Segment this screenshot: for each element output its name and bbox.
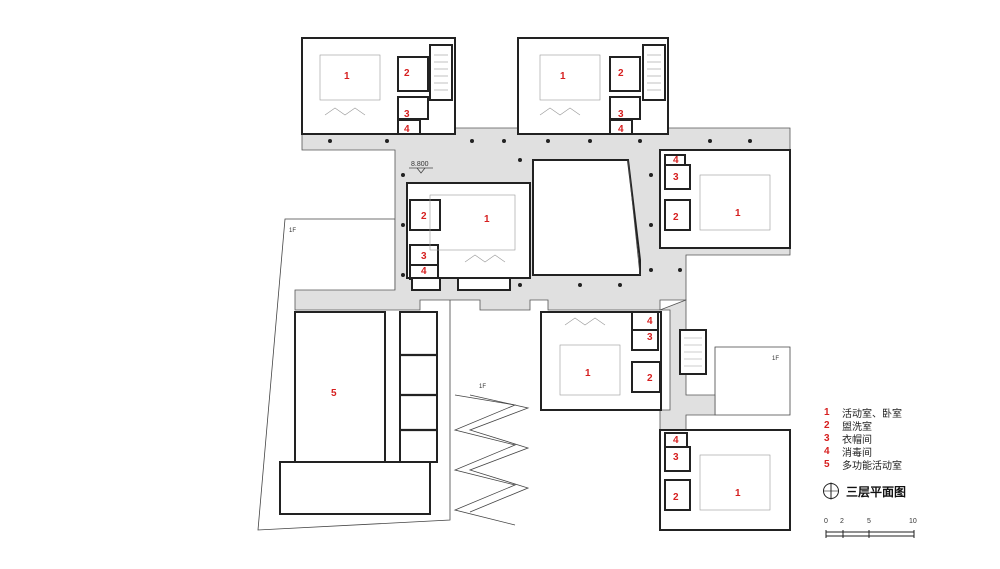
legend-label: 盥洗室 [842, 422, 872, 433]
legend-label: 衣帽间 [842, 435, 872, 446]
legend-item: 5 多功能活动室 [824, 458, 902, 472]
room-number: 3 [404, 109, 410, 120]
room-number: 1 [735, 208, 741, 219]
legend-label: 消毒间 [842, 448, 872, 459]
room-number: 2 [673, 212, 679, 223]
scale-tick-label: 5 [867, 518, 871, 525]
room-number: 2 [618, 68, 624, 79]
legend-number: 3 [824, 433, 830, 444]
sub-rooms [397, 44, 707, 511]
legend-label: 活动室、卧室 [842, 409, 902, 420]
legend-item: 2 盥洗室 [824, 419, 902, 433]
scale-tick-label: 0 [824, 518, 828, 525]
furniture [319, 54, 771, 511]
plan-title: 三层平面图 [846, 484, 907, 499]
room-number: 3 [421, 251, 427, 262]
room-number: 1 [344, 71, 350, 82]
room-number: 4 [673, 435, 679, 446]
room-number: 4 [618, 124, 624, 135]
room-number: 3 [647, 332, 653, 343]
legend-item: 1 活动室、卧室 [824, 406, 902, 420]
exterior-ramp [453, 394, 530, 526]
room-number: 4 [647, 316, 653, 327]
legend-item: 3 衣帽间 [824, 432, 902, 446]
legend-number: 4 [824, 446, 830, 457]
legend-number: 5 [824, 459, 830, 470]
elevation-triangle-icon [409, 167, 433, 174]
room-number: 2 [404, 68, 410, 79]
ground-floor-outline-east [714, 346, 791, 416]
legend-label: 多功能活动室 [842, 461, 902, 472]
legend-item: 4 消毒间 [824, 445, 902, 459]
legend-number: 2 [824, 420, 830, 431]
room-number: 3 [618, 109, 624, 120]
room-number: 1 [560, 71, 566, 82]
elevation-mark: 8.800 [411, 161, 429, 168]
hall-side-rooms [399, 311, 438, 463]
stairs [434, 54, 702, 367]
room-number: 1 [484, 214, 490, 225]
hall-service-rooms [279, 461, 431, 515]
room-number: 3 [673, 172, 679, 183]
floor-mark: 1F [289, 228, 296, 234]
east-corridor [659, 299, 716, 431]
columns [328, 139, 752, 287]
room-number: 5 [331, 388, 337, 399]
room-number: 4 [421, 266, 427, 277]
room-number: 1 [735, 488, 741, 499]
plan-title-block: 三层平面图 [822, 482, 906, 500]
floor-mark: 1F [772, 356, 779, 362]
scale-tick-label: 10 [909, 518, 917, 525]
room-number: 1 [585, 368, 591, 379]
scale-tick-label: 2 [840, 518, 844, 525]
room-number: 2 [673, 492, 679, 503]
courtyard [532, 159, 641, 276]
room-number: 4 [673, 155, 679, 166]
room-number: 2 [647, 373, 653, 384]
scale-bar-graphic [825, 530, 915, 538]
north-arrow-icon [823, 482, 839, 500]
room-number: 3 [673, 452, 679, 463]
legend-number: 1 [824, 407, 830, 418]
legend: 1 活动室、卧室 2 盥洗室 3 衣帽间 4 消毒间 5 多功能活动室 [824, 406, 902, 472]
room-number: 4 [404, 124, 410, 135]
floor-mark: 1F [479, 384, 486, 390]
room-number: 2 [421, 211, 427, 222]
